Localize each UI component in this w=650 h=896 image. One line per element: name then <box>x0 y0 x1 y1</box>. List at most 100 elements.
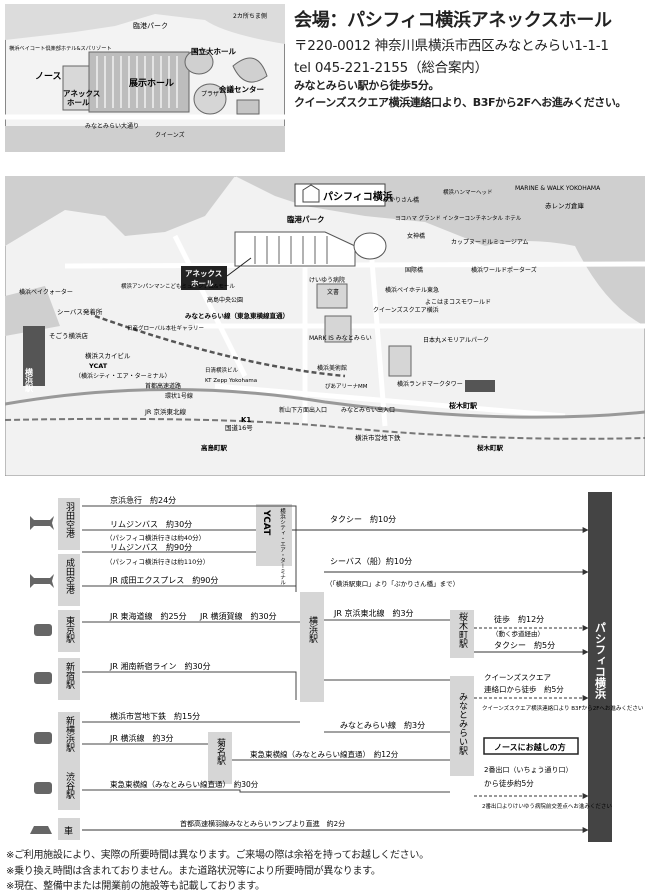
map-kt-zepp: KT Zepp Yokohama <box>205 378 257 384</box>
map-bunbo: 文書 <box>327 288 339 296</box>
seg-haneda-limo-note: （パシフィコ横浜行きは約40分） <box>106 533 205 542</box>
seg-tokyo-tokaido: JR 東海道線 約25分 <box>109 611 187 621</box>
plane-icon <box>30 574 54 588</box>
seg-shibuya-toyoko: 東急東横線（みなとみらい線直通） 約30分 <box>110 779 259 789</box>
map-bayquarter: 横浜ベイクォーター <box>19 288 73 296</box>
seg-yokohama-keihin: JR 京浜東北線 約3分 <box>333 608 414 618</box>
floor-queens: クイーンズ <box>155 131 185 139</box>
map-anpanman: 横浜アンパンマンこどもミュージアム&モール <box>121 282 235 290</box>
map-art-museum: 横浜美術館 <box>317 364 347 372</box>
seg-queens-1: クイーンズスクエア <box>484 672 551 682</box>
origin-narita: 成田空港 <box>64 557 75 594</box>
map-annex-label-2: ホール <box>191 279 214 288</box>
train-icon <box>34 672 52 684</box>
seg-narita-limo-note: （パシフィコ横浜行きは約110分） <box>106 557 209 566</box>
car-icon <box>30 826 52 834</box>
map-k1: K1 <box>241 416 251 424</box>
seg-seabass-note: （「横浜駅東口」より「ぷかりさん橋」まで） <box>326 579 459 588</box>
footnote: ※ご利用施設により、実際の所要時間は異なります。ご来場の際は余裕を持ってお越しく… <box>6 850 429 861</box>
map-ycat: YCAT <box>88 362 108 370</box>
map-central-park: 高島中央公園 <box>207 296 243 304</box>
train-icon <box>34 624 52 636</box>
floor-plaza: プラザ <box>201 91 219 98</box>
seg-ycat-taxi: タクシー 約10分 <box>330 514 396 524</box>
seg-north-note: 2番出口よりけいゆう病院前交差点へお進みください <box>482 802 612 810</box>
floor-bayhotel: 横浜ベイコート倶楽部ホテル&スパリゾート <box>9 44 112 52</box>
map-exit-shinyama: 新山下方面出入口 <box>279 406 327 414</box>
seg-sakuragi-taxi: タクシー 約5分 <box>494 640 555 650</box>
hub-sakuragicho: 桜木町駅 <box>457 611 468 649</box>
venue-header: 会場：パシフィコ横浜アネックスホール 〒220-0012 神奈川県横浜市西区みな… <box>294 0 648 110</box>
origin-shinyokohama: 新横浜駅 <box>64 715 75 753</box>
map-queens-tower: クイーンズスクエア横浜 <box>373 306 439 314</box>
seg-car: 首都高速横羽線みなとみらいランプより直進 約2分 <box>180 819 345 828</box>
seg-shinjuku-shonan: JR 湘南新宿ライン 約30分 <box>109 661 211 671</box>
seg-north-walk: から徒歩約5分 <box>484 778 534 788</box>
map-nissan: 日産グローバル本社ギャラリー <box>127 324 204 332</box>
map-red-brick: 赤レンガ倉庫 <box>545 201 585 210</box>
map-ycat-full: （横浜シティ・エア・ターミナル） <box>75 372 171 380</box>
hub-kikuna: 菊名駅 <box>215 738 226 766</box>
seg-north-box: ノースにお越しの方 <box>494 742 566 752</box>
seg-shinyoko-subway: 横浜市営地下鉄 約15分 <box>110 711 200 721</box>
map-yokohama-station: 横浜駅 <box>24 367 34 393</box>
seg-queens-2: 連絡口から徒歩 約5分 <box>484 684 564 694</box>
map-jr-keihin: JR 京浜東北線 <box>144 407 186 416</box>
footnotes: ※ご利用施設により、実際の所要時間は異なります。ご来場の際は余裕を持ってお越しく… <box>6 848 646 895</box>
area-map: パシフィコ横浜 アネックス ホール 臨港パーク 横浜ベイクォーター シーバス発着… <box>5 176 645 476</box>
seg-queens-note: クイーンズスクエア横浜連絡口より B3Fから2Fへお進みください <box>482 704 644 712</box>
map-minato-line: みなとみらい線（東急東横線直通） <box>185 311 289 320</box>
access-route: クイーンズスクエア横浜連絡口より、B3Fから2Fへお進みください。 <box>294 96 627 109</box>
route-diagram: 羽田空港 成田空港 東京駅 新宿駅 新横浜駅 渋谷駅 車 YCAT 横浜シティ・… <box>30 492 644 842</box>
map-kokudo16: 国道16号 <box>225 423 253 432</box>
map-pia-arena: ぴあアリーナMM <box>325 383 368 390</box>
map-megami: 女神橋 <box>407 232 425 240</box>
hub-yokohama: 横浜駅 <box>307 615 318 644</box>
map-annex-label-1: アネックス <box>185 268 222 278</box>
map-nippon-maru: 日本丸メモリアルパーク <box>423 336 489 344</box>
map-world-porters: 横浜ワールドポーターズ <box>471 266 537 274</box>
origin-shinjuku: 新宿駅 <box>64 661 75 690</box>
map-mark-is: MARK IS みなとみらい <box>309 335 372 342</box>
map-cosmo: よこはまコスモワールド <box>425 299 491 306</box>
map-rinko-park: 臨港パーク <box>287 214 325 224</box>
floor-minatomirai-odori: みなとみらい大通り <box>85 122 139 130</box>
seg-sakuragi-walk: 徒歩 約12分 <box>494 614 544 624</box>
seg-sakuragi-walk-note: （動く歩道経由） <box>492 629 544 638</box>
floor-conf: 国立大ホール <box>191 46 236 56</box>
origin-tokyo: 東京駅 <box>64 615 75 644</box>
seg-north-exit: 2番出口（いちょう通り口） <box>484 765 572 774</box>
train-icon <box>34 732 52 744</box>
venue-tel: tel 045-221-2155（総合案内） <box>294 60 488 76</box>
venue-address: 〒220-0012 神奈川県横浜市西区みなとみらい1-1-1 <box>294 38 609 54</box>
seg-shinyoko-jr: JR 横浜線 約3分 <box>109 733 174 743</box>
map-nisshin: 日清横浜ビル <box>205 366 239 374</box>
venue-title: 会場：パシフィコ横浜アネックスホール <box>294 10 612 31</box>
seg-yokohama-minato: みなとみらい線 約3分 <box>340 720 425 730</box>
map-pacifico-title: パシフィコ横浜 <box>323 190 393 203</box>
map-skybuilding: 横浜スカイビル <box>85 351 131 360</box>
floor-kahoku: 2カ所ちま側 <box>233 12 267 20</box>
train-icon <box>34 782 52 794</box>
map-hammerhead: 横浜ハンマーヘッド <box>443 188 493 196</box>
floor-annex: アネックス <box>63 88 100 98</box>
footnote: ※乗り換え時間は含まれておりません。また道路状況等により所要時間が異なります。 <box>6 865 381 877</box>
map-kokusai: 国際橋 <box>405 266 423 274</box>
map-cupnoodle: カップヌードルミュージアム <box>451 239 528 246</box>
floor-hall: ホール <box>67 98 90 107</box>
access-walk: みなとみらい駅から徒歩5分。 <box>294 79 440 92</box>
map-takashimacho: 高島町駅 <box>201 443 228 452</box>
origin-car: 車 <box>64 825 73 837</box>
map-intercon: ヨコハマ グランド インターコンチネンタル ホテル <box>395 214 522 222</box>
footnote: ※現在、整備中または開業前の施設等も記載しております。 <box>6 881 265 893</box>
seg-kikuna-toyoko: 東急東横線（みなとみらい線直通） 約12分 <box>250 749 399 759</box>
map-subway: 横浜市営地下鉄 <box>355 433 401 442</box>
floor-map: 臨港パーク ノース アネックス ホール 展示ホール 国立大ホール 会議センター … <box>5 4 285 152</box>
floor-north: ノース <box>35 71 62 82</box>
plane-icon <box>30 516 54 530</box>
map-keiyu: けいゆう病院 <box>309 276 345 284</box>
map-shuto: 首都高速道路 <box>145 382 181 390</box>
seg-seabass: シーバス（船）約10分 <box>330 556 412 566</box>
hub-ycat-full: 横浜シティ・エア・ターミナル <box>279 507 286 585</box>
map-ring: 環状1号線 <box>165 392 193 400</box>
